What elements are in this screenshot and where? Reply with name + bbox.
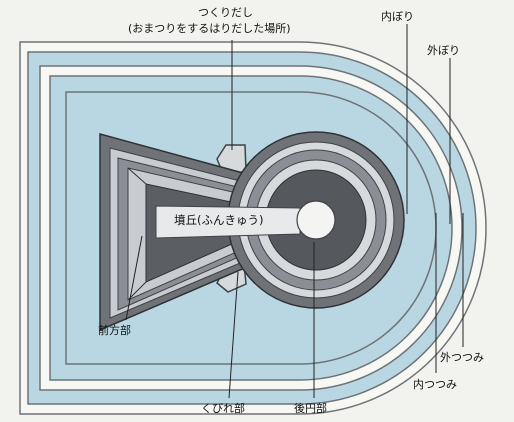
label-sotozutsumi: 外つつみ (440, 351, 484, 364)
leader-zenpobu (125, 235, 143, 321)
label-uchizutsumi: 内つつみ (413, 378, 457, 391)
label-tsukuridashi: つくりだし (198, 6, 253, 19)
label-tsukuridashi-note: (おまつりをするはりだした場所) (128, 22, 291, 35)
zenpobu-ridge-bottom (127, 281, 147, 301)
label-sotobori: 外ぼり (427, 44, 460, 57)
label-zenpobu: 前方部 (98, 324, 131, 337)
koenbu-summit (296, 200, 336, 240)
label-funkyu: 墳丘(ふんきゅう) (174, 213, 264, 227)
label-kubirebu: くびれ部 (201, 402, 245, 415)
label-koenbu: 後円部 (294, 402, 327, 415)
funkyu-top-path (155, 205, 301, 239)
zenpobu-ridge-top (127, 167, 147, 185)
label-uchibori: 内ぼり (381, 10, 414, 23)
leader-kubirebu (228, 271, 239, 399)
